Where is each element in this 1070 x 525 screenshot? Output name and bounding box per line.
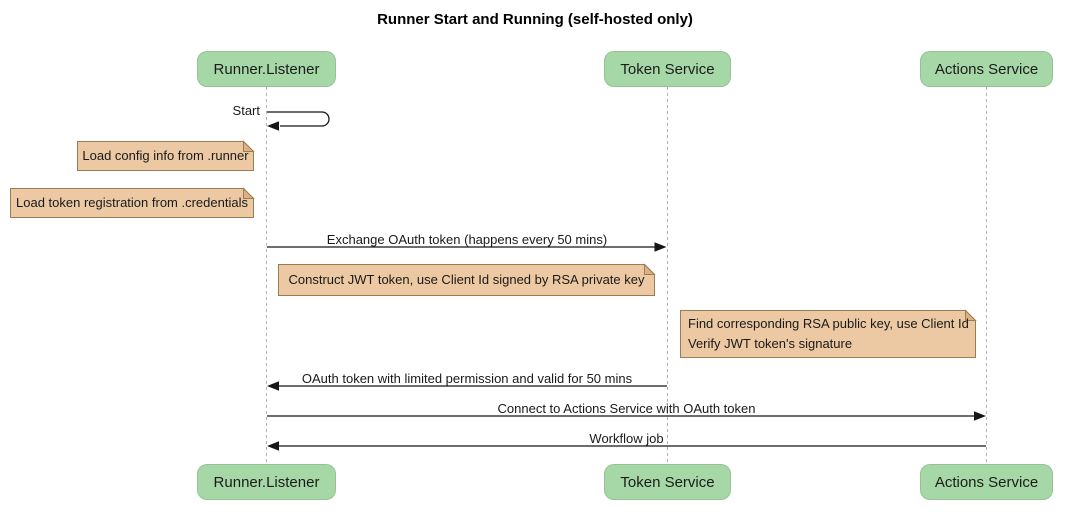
note-shape-construct-jwt [278, 264, 655, 296]
message-label-workflow-job: Workflow job [589, 431, 664, 446]
message-arrowhead-oauth-token-back [267, 381, 279, 391]
participant-label: Actions Service [934, 60, 1039, 78]
note-fold-load-token [243, 187, 255, 199]
note-text-construct-jwt: Construct JWT token, use Client Id signe… [288, 272, 645, 287]
message-arrowhead-workflow-job [267, 441, 279, 451]
note-text-find-rsa-line2: Verify JWT token's signature [688, 336, 853, 351]
participant-token-service-top: Token Service [604, 51, 731, 87]
participant-label: Token Service [620, 60, 715, 78]
participant-label: Runner.Listener [213, 60, 320, 78]
self-message-start-arrowhead [267, 121, 279, 131]
message-label-exchange-oauth: Exchange OAuth token (happens every 50 m… [326, 232, 608, 247]
note-text-load-config: Load config info from .runner [82, 148, 249, 163]
diagram-title: Runner Start and Running (self-hosted on… [377, 11, 693, 28]
participant-actions-service-bottom: Actions Service [920, 464, 1053, 500]
participant-label: Runner.Listener [213, 473, 320, 491]
message-label-oauth-token-back: OAuth token with limited permission and … [301, 371, 633, 386]
participant-runner-listener-bottom: Runner.Listener [197, 464, 336, 500]
self-message-start-arrow [267, 111, 330, 127]
participant-token-service-bottom: Token Service [604, 464, 731, 500]
note-text-find-rsa-line1: Find corresponding RSA public key, use C… [688, 316, 969, 331]
note-shape-load-config [77, 141, 254, 171]
participant-runner-listener-top: Runner.Listener [197, 51, 336, 87]
note-fold-find-rsa [965, 309, 977, 321]
note-text-load-token: Load token registration from .credential… [16, 195, 248, 210]
message-label-start: Start [232, 103, 260, 118]
participant-label: Actions Service [934, 473, 1039, 491]
note-shape-load-token [10, 188, 254, 218]
participant-actions-service-top: Actions Service [920, 51, 1053, 87]
note-text-find-rsa: Find corresponding RSA public key, use C… [688, 314, 976, 354]
message-arrowhead-exchange-oauth [654, 242, 667, 252]
message-arrowhead-connect-actions [974, 411, 986, 421]
note-shape-find-rsa [680, 310, 976, 358]
message-label-connect-actions: Connect to Actions Service with OAuth to… [497, 401, 756, 416]
participant-label: Token Service [620, 473, 715, 491]
note-fold-load-config [243, 140, 255, 152]
note-fold-construct-jwt [644, 263, 656, 275]
